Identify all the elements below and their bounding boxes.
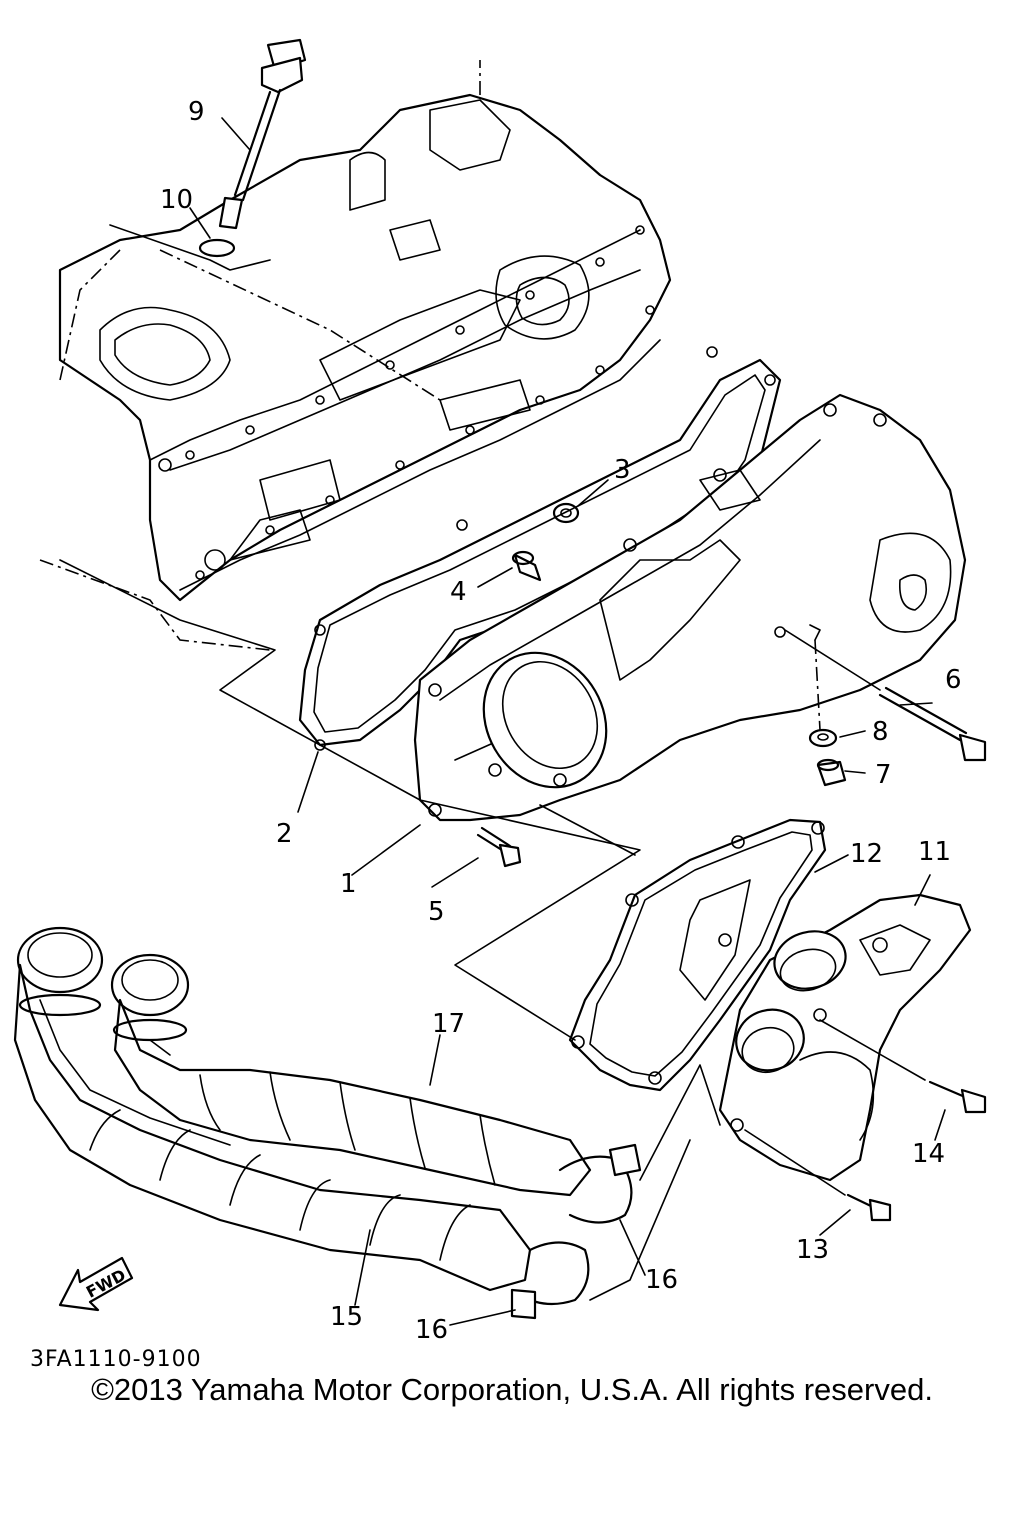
washer-3 — [552, 502, 580, 524]
callout-3: 3 — [614, 455, 631, 485]
plug-7 — [816, 758, 847, 787]
dowel-pin-4 — [511, 550, 542, 582]
callout-labels: 1 2 3 4 5 6 7 8 9 10 11 12 13 14 15 16 1… — [160, 97, 962, 1345]
reference-lines — [59, 224, 926, 1301]
duct-cover-11 — [718, 893, 972, 1182]
callout-8: 8 — [872, 717, 889, 747]
hose-clamp-16b — [510, 1241, 590, 1320]
callout-4: 4 — [450, 577, 467, 607]
bolt-5 — [476, 826, 522, 868]
gasket-12 — [568, 818, 827, 1092]
callout-13: 13 — [796, 1235, 829, 1265]
o-ring-10 — [198, 238, 236, 258]
callout-5: 5 — [428, 897, 445, 927]
washer-8 — [808, 728, 838, 748]
hose-clamp-16a — [558, 1143, 642, 1224]
callout-2: 2 — [276, 819, 293, 849]
callout-1: 1 — [340, 869, 357, 899]
callout-16-upper: 16 — [645, 1265, 678, 1295]
figure-code: 3FA1110-9100 — [30, 1347, 202, 1372]
oil-dipstick-9 — [218, 38, 307, 230]
forward-arrow-icon: FWD — [58, 1256, 134, 1312]
crankcase-outline — [39, 60, 672, 651]
copyright-notice: ©2013 Yamaha Motor Corporation, U.S.A. A… — [91, 1372, 933, 1407]
crankcase-cover-1 — [413, 393, 967, 822]
callout-7: 7 — [875, 760, 892, 790]
screw-14 — [928, 1080, 987, 1114]
callout-6: 6 — [945, 665, 962, 695]
screw-13 — [846, 1193, 892, 1222]
air-hose-15 — [13, 926, 532, 1292]
callout-16-lower: 16 — [415, 1315, 448, 1345]
callout-9: 9 — [188, 97, 205, 127]
callout-11: 11 — [918, 837, 951, 867]
plug-axis-line — [814, 639, 821, 731]
crankcase-bolt-holes — [185, 225, 655, 580]
callout-14: 14 — [912, 1139, 945, 1169]
callout-17: 17 — [432, 1009, 465, 1039]
leader-lines — [189, 117, 946, 1326]
callout-15: 15 — [330, 1302, 363, 1332]
callout-10: 10 — [160, 185, 193, 215]
air-hose-17 — [110, 953, 592, 1197]
callout-12: 12 — [850, 839, 883, 869]
bolt-6 — [878, 686, 987, 762]
